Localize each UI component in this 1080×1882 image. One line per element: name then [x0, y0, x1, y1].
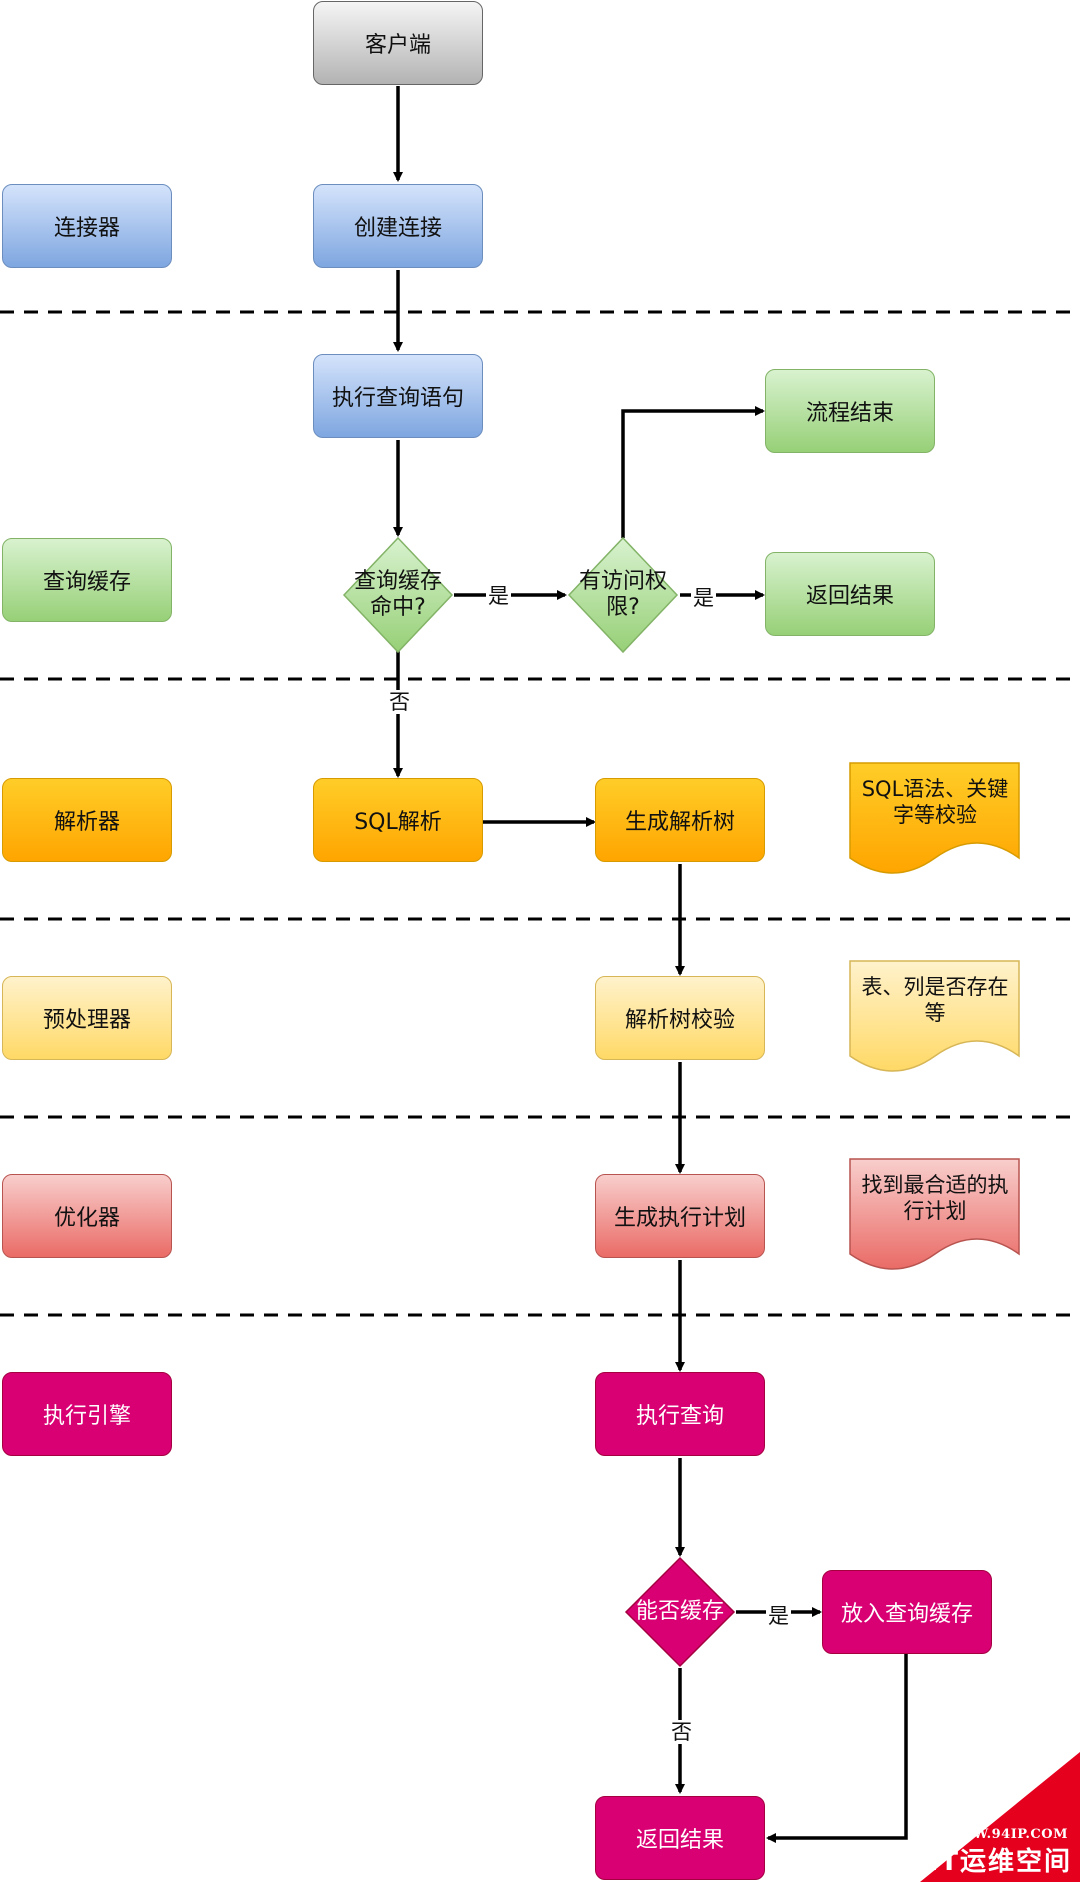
node-client: 客户端: [313, 1, 483, 85]
decision-cache-hit: [342, 536, 454, 654]
node-flow-end: 流程结束: [765, 369, 935, 453]
decision-can-cache-label: 能否缓存: [635, 1599, 724, 1624]
node-return-result-top: 返回结果: [765, 552, 935, 636]
node-put-into-cache: 放入查询缓存: [822, 1570, 992, 1654]
node-return-result-bottom: 返回结果: [595, 1796, 765, 1880]
decision-cache-hit-line2: 命中?: [370, 595, 426, 620]
decision-cache-hit-line1: 查询缓存: [353, 569, 442, 594]
note-optimizer-line1: 找到最合适的执: [861, 1173, 1009, 1197]
node-generate-exec-plan: 生成执行计划: [595, 1174, 765, 1258]
edge-label-cache-hit-yes: 是: [486, 584, 511, 608]
note-optimizer-line2: 行计划: [903, 1199, 967, 1223]
decision-cache-hit-label: 查询缓存 命中?: [338, 565, 458, 625]
note-preprocessor: [849, 960, 1020, 1072]
node-generate-parse-tree: 生成解析树: [595, 778, 765, 862]
decision-has-permission-label: 有访问权 限?: [563, 565, 683, 625]
layer-executor: 执行引擎: [2, 1372, 172, 1456]
note-preprocessor-line1: 表、列是否存在: [861, 975, 1009, 999]
note-parser: [849, 762, 1020, 874]
edge-label-can-cache-yes: 是: [766, 1604, 791, 1628]
watermark-name: IT运维空间: [928, 1847, 1072, 1877]
note-parser-label: SQL语法、关键 字等校验: [850, 772, 1020, 832]
node-execute-query: 执行查询: [595, 1372, 765, 1456]
decision-has-permission-line2: 限?: [606, 595, 640, 620]
layer-optimizer: 优化器: [2, 1174, 172, 1258]
layer-parser: 解析器: [2, 778, 172, 862]
edge-label-cache-hit-no: 否: [387, 690, 412, 714]
note-parser-line2: 字等校验: [893, 803, 977, 827]
node-execute-query-statement: 执行查询语句: [313, 354, 483, 438]
watermark-url: WWW.94IP.COM: [943, 1827, 1068, 1842]
layer-connector: 连接器: [2, 184, 172, 268]
note-parser-line1: SQL语法、关键: [861, 777, 1009, 801]
layer-query-cache: 查询缓存: [2, 538, 172, 622]
layer-separators: [0, 310, 1080, 1317]
note-preprocessor-line2: 等: [924, 1001, 946, 1025]
edge-putcache-to-return: [766, 1654, 908, 1843]
note-optimizer: [849, 1158, 1020, 1270]
decision-can-cache: [624, 1556, 736, 1668]
layer-preprocessor: 预处理器: [2, 976, 172, 1060]
note-optimizer-label: 找到最合适的执 行计划: [850, 1168, 1020, 1228]
watermark: WWW.94IP.COM IT运维空间: [920, 1752, 1080, 1882]
watermark-banner-body: [950, 1782, 1080, 1882]
node-sql-parse: SQL解析: [313, 778, 483, 862]
edge-label-can-cache-no: 否: [669, 1720, 694, 1744]
note-preprocessor-label: 表、列是否存在 等: [850, 970, 1020, 1030]
node-create-connection: 创建连接: [313, 184, 483, 268]
edge-permission-to-flowend: [621, 406, 765, 538]
decision-has-permission: [567, 536, 679, 654]
edge-label-permission-yes: 是: [691, 586, 716, 610]
decision-has-permission-line1: 有访问权: [578, 569, 667, 594]
node-parse-tree-check: 解析树校验: [595, 976, 765, 1060]
